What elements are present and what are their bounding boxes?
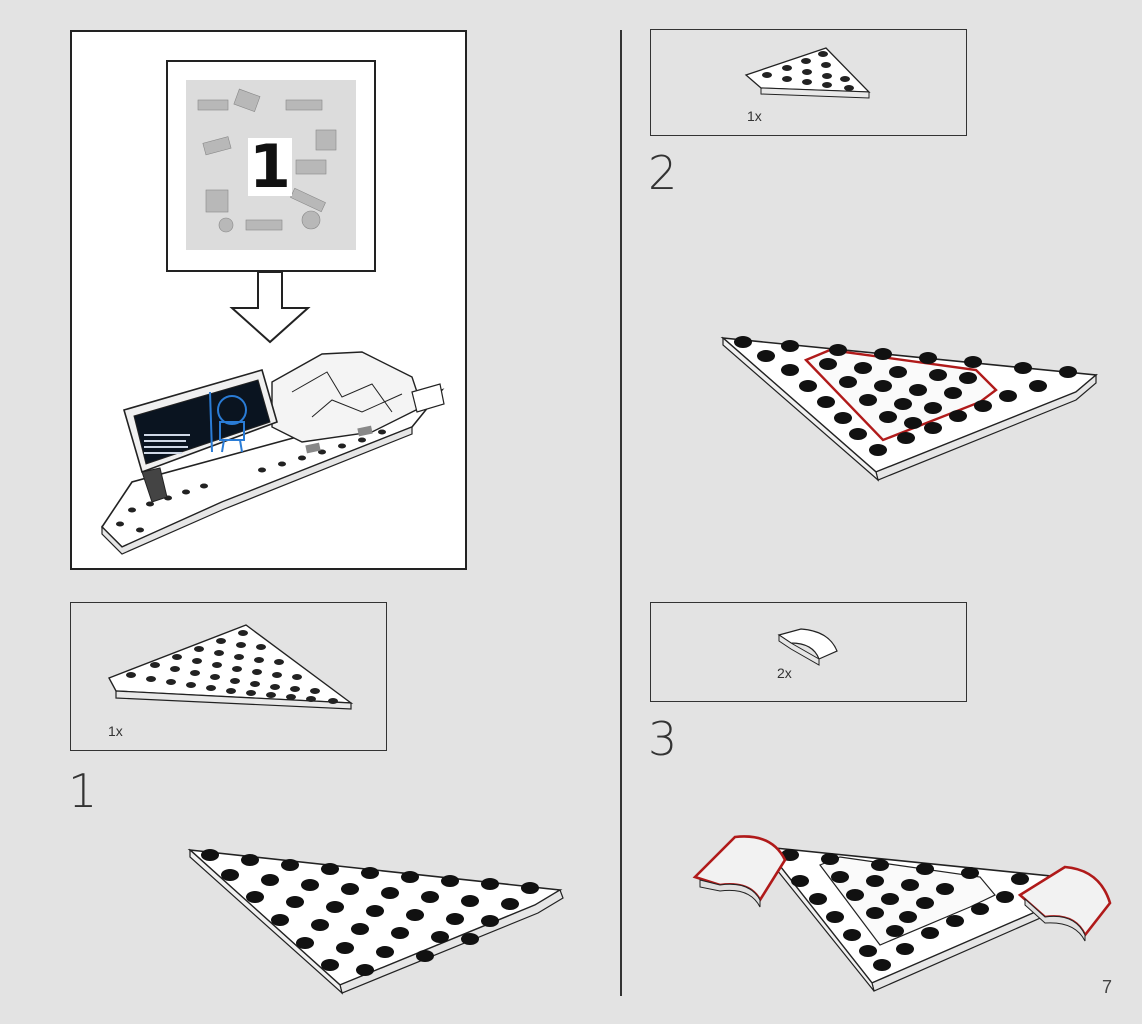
step-1-parts-callout: 1x [70, 602, 387, 751]
step-3-parts-callout: 2x [650, 602, 967, 702]
step-3-number: 3 [648, 712, 678, 766]
step-1-build-illustration [187, 848, 564, 995]
step-3-build-illustration [692, 835, 1112, 992]
step-2-build-illustration [720, 336, 1098, 482]
curved-slope-tile-icon [777, 628, 838, 666]
bag-panel: 1 [70, 30, 467, 570]
wedge-plate-small-icon [744, 47, 871, 99]
parts-bag-image: 1 [186, 80, 356, 250]
step-2-parts-callout: 1x [650, 29, 967, 136]
down-arrow-icon [229, 271, 311, 344]
page-number: 7 [1101, 977, 1112, 997]
step-2-number: 2 [648, 146, 678, 200]
step-2-part-quantity: 1x [747, 108, 762, 124]
step-3-part-quantity: 2x [777, 665, 792, 681]
bag-frame: 1 [166, 60, 376, 272]
step-1-number: 1 [68, 764, 98, 818]
bag-parts-illustration [197, 88, 337, 233]
wedge-plate-large-icon [108, 624, 354, 710]
bag-number: 1 [249, 132, 291, 202]
step-1-part-quantity: 1x [108, 723, 123, 739]
column-divider [620, 30, 622, 996]
completed-model-illustration [100, 351, 445, 555]
